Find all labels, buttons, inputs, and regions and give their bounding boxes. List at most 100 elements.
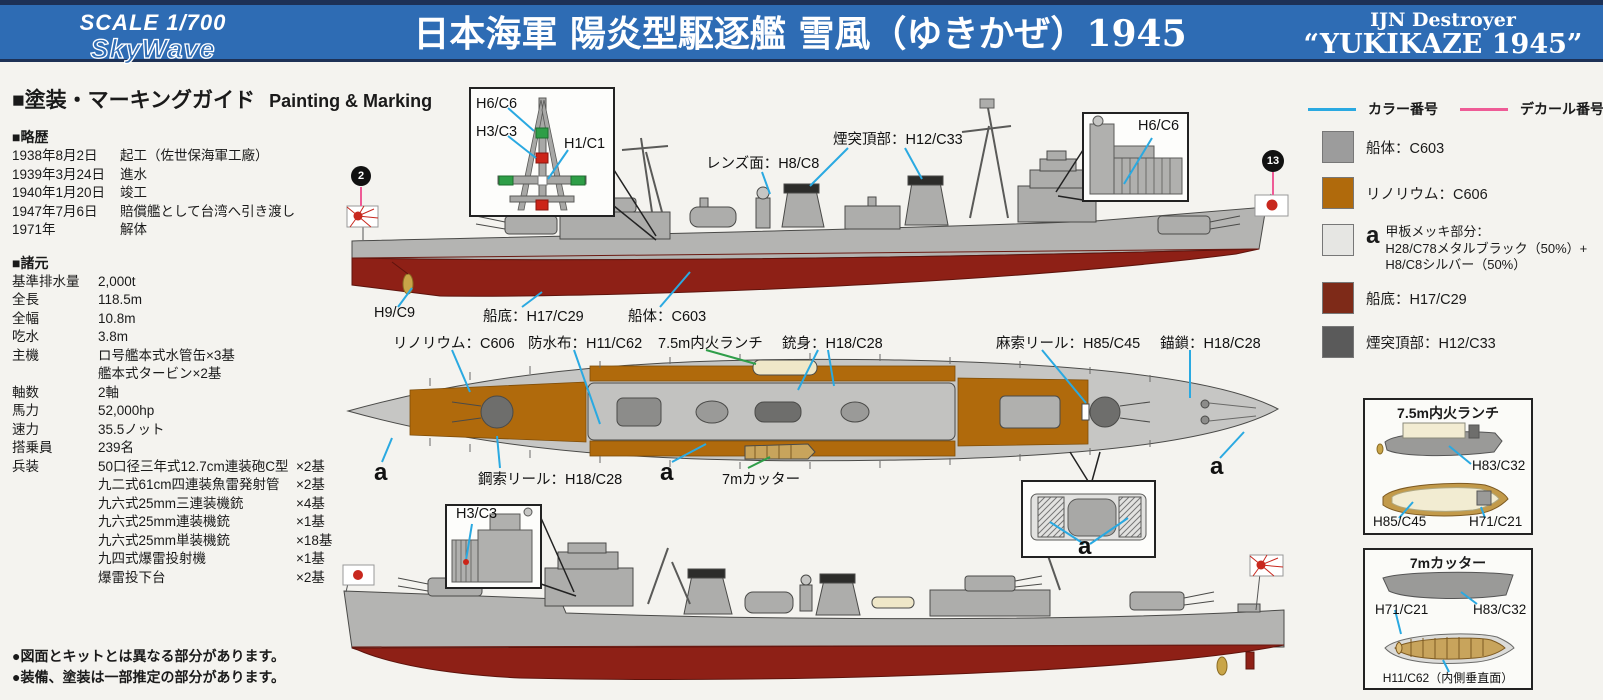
armament-row: 九六式25mm単装機銃 ×18基 [98,532,332,551]
history-row: 1971年 解体 [12,221,346,240]
armament-row: 九二式61cm四連装魚雷発射管×2基 [98,476,332,495]
armament-row: 九四式爆雷投射機×1基 [98,550,332,569]
deck-plating-color-swatch [1322,224,1354,256]
bridge-inset [1055,112,1189,202]
armament-row: 爆雷投下台×2基 [98,569,332,588]
hull-color-swatch [1322,131,1354,163]
mast-inset [469,87,657,241]
plan-view [346,353,1280,469]
legend-item-hull: 船体：C603 [1322,131,1444,163]
specs-heading: ■諸元 [12,254,49,271]
armament-list: 50口径三年式12.7cm連装砲C型×2基 九二式61cm四連装魚雷発射管×2基… [98,458,332,588]
linoleum-color-swatch [1322,177,1354,209]
guide-heading-en: Painting & Marking [269,91,433,111]
launch-rim-color: H71/C21 [1469,514,1523,529]
history-event: 進水 [120,166,147,182]
cutter-detail-box: 7mカッター H71/C21 H83/C32 H11/C62（内側垂直面） [1363,548,1533,690]
english-title-line2: “YUKIKAZE 1945” [1303,29,1583,60]
history-date: 1971年 [12,222,56,237]
callout-hull-bottom: 船底：H17/C29 [483,309,584,325]
armament-name: 九六式25mm連装機銃 [98,514,231,529]
callout-launch: 7.5m内火ランチ [658,336,763,352]
footnote: ●図面とキットとは異なる部分があります。 [12,648,286,664]
callout-mast-h1: H1/C1 [564,136,606,152]
armament-label: 兵装 [12,458,39,474]
spec-row: 基準排水量 2,000t [12,273,346,292]
decal-marker-2: 2 [351,166,371,186]
spec-value: 239名 [98,440,135,455]
bottom-ship-side-view [342,542,1285,681]
cutter-hull-color: H83/C32 [1473,602,1527,617]
boat-leader-lines [705,349,771,469]
history-heading: ■略歴 [12,129,49,145]
funnel-top-color-swatch [1322,326,1354,358]
footnotes: ●図面とキットとは異なる部分があります。 ●装備、塗装は一部推定の部分があります… [12,646,285,688]
spec-value: 10.8m [98,310,136,326]
legend-label: 煙突頂部：H12/C33 [1366,335,1496,352]
armament-name: 九六式25mm三連装機銃 [98,495,244,511]
callout-aft-h3: H3/C3 [456,506,498,522]
legend-line-key: カラー番号 デカール番号 [1308,99,1603,119]
legend-label: 船体：C603 [1366,140,1445,157]
english-title: IJN Destroyer “YUKIKAZE 1945” [1293,9,1593,59]
legend-item-linoleum: リノリウム：C606 [1322,177,1488,209]
callout-mast-h3: H3/C3 [476,124,518,140]
deck-plating-a-mark: a [1210,453,1224,480]
spec-value: 2,000t [98,273,136,289]
spec-value: 52,000hp [98,403,155,418]
spec-row: 艦本式タービン×2基 [12,365,346,384]
english-title-line1: IJN Destroyer [1370,9,1516,31]
history-date: 1939年3月24日 [12,166,106,182]
deck-plating-a-mark: a [660,459,674,486]
top-ship-side-view [346,98,1289,297]
launch-box-title: 7.5m内火ランチ [1397,405,1499,421]
history-event: 起工（佐世保海軍工廠） [120,148,269,163]
launch-drawings [1376,422,1509,519]
history-list: 1938年8月2日起工（佐世保海軍工廠） 1939年3月24日進水 1940年1… [12,147,346,240]
spec-label: 全長 [12,292,39,307]
guide-heading-jp: ■塗装・マーキングガイド [12,89,256,112]
armament-name: 爆雷投下台 [98,569,166,585]
footnote: ●装備、塗装は一部推定の部分があります。 [12,669,286,685]
spec-label: 基準排水量 [12,273,80,289]
armament-name: 九六式25mm単装機銃 [98,532,231,548]
decal-line-sample [1460,107,1508,111]
spec-label: 馬力 [12,403,39,418]
spec-label: 搭乗員 [12,440,53,455]
spec-row: 搭乗員 239名 [12,439,346,458]
history-event: 竣工 [120,185,147,200]
callout-linoleum: リノリウム：C606 [393,336,515,352]
cutter-inner-color: H11/C62（内側垂直面） [1382,671,1514,685]
armament-count: ×2基 [296,458,325,474]
callout-gun-barrel: 銃身：H18/C28 [782,336,883,352]
spec-value: 35.5ノット [98,421,165,437]
callout-wire-reel: 鋼索リール：H18/C28 [478,472,623,488]
callout-anchor-chain: 錨鎖：H18/C28 [1160,336,1261,352]
history-row: 1939年3月24日進水 [12,166,346,185]
armament-count: ×4基 [296,495,325,511]
armament-block: 兵装 50口径三年式12.7cm連装砲C型×2基 九二式61cm四連装魚雷発射管… [12,458,346,588]
guide-heading: ■塗装・マーキングガイド Painting & Marking [12,84,432,114]
callout-lens: レンズ面：H8/C8 [706,156,820,172]
legend-item-deck-plating: a 甲板メッキ部分： H28/C78メタルブラック（50%）+ H8/C8シルバ… [1322,224,1587,274]
spec-label: 全幅 [12,310,39,326]
brand-block: SCALE 1/700 SkyWave [48,11,258,64]
legend-multiline-label: 甲板メッキ部分： H28/C78メタルブラック（50%）+ H8/C8シルバー（… [1385,224,1587,274]
legend-label: 船底：H17/C29 [1366,291,1467,308]
decal-line-label: デカール番号 [1520,101,1603,117]
callout-funnel-top: 煙突頂部：H12/C33 [833,132,963,148]
color-leader-lines [381,147,1245,469]
spec-label: 速力 [12,421,39,437]
history-event: 解体 [120,222,147,237]
launch-detail-box: 7.5m内火ランチ H83/C32 H85/C45 H71/C21 [1363,398,1533,535]
skywave-logo: SkyWave [90,34,216,64]
history-event: 賠償艦として台湾へ引き渡し [120,203,296,219]
spec-row: 馬力 52,000hp [12,402,346,421]
decal-marker-13: 13 [1262,150,1284,172]
armament-count: ×18基 [296,532,333,548]
